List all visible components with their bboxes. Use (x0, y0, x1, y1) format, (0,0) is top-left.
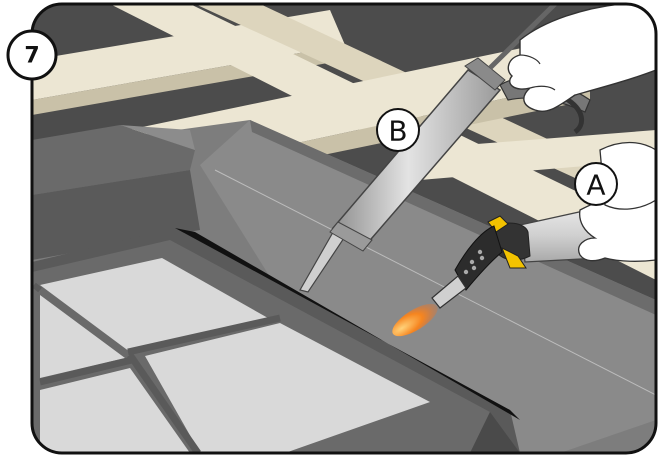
callout-b-label: B (388, 115, 407, 148)
window-flashing (32, 125, 200, 260)
step-number: 7 (24, 44, 39, 69)
torch-flame (392, 303, 438, 337)
callout-a: A (574, 162, 618, 206)
callout-a-label: A (586, 169, 605, 202)
callout-b: B (376, 108, 420, 152)
roof-window (32, 228, 520, 453)
step-badge: 7 (6, 29, 58, 81)
window-glass (40, 258, 430, 453)
panel-border (30, 2, 658, 455)
